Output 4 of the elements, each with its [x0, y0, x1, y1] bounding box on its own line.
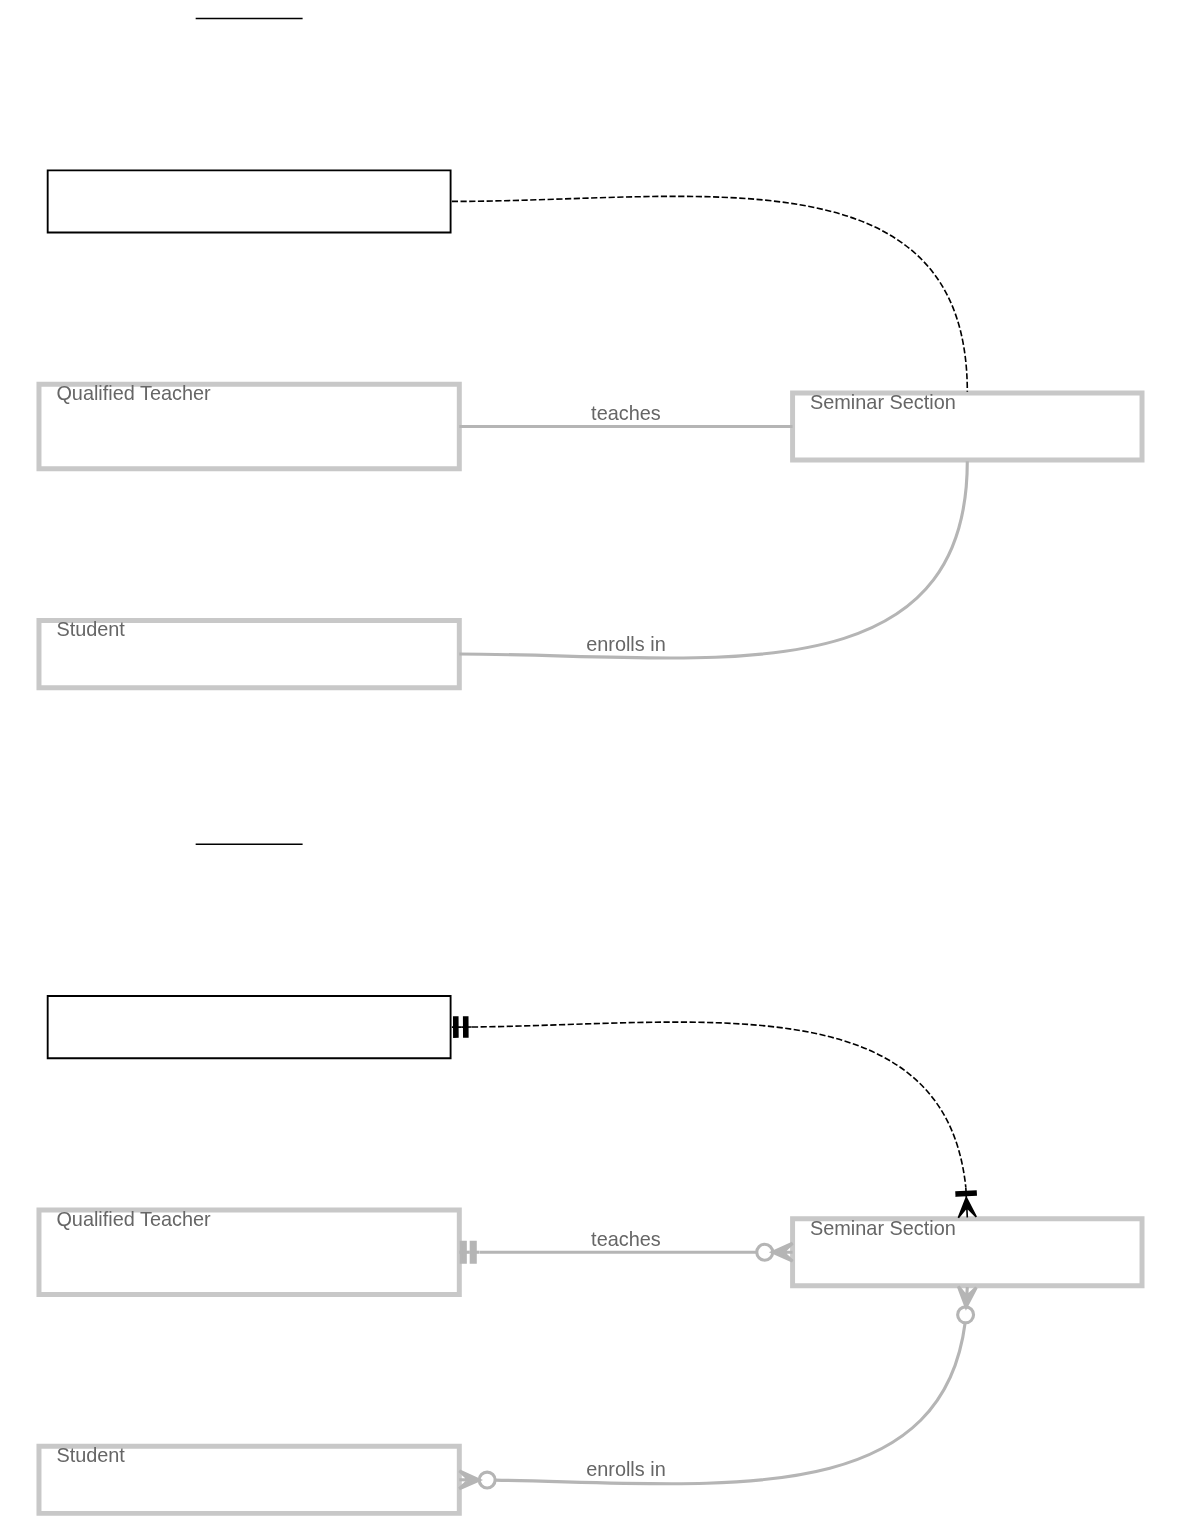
edge-label: teaches — [590, 402, 661, 425]
edge-label: enrolls in — [585, 1457, 666, 1480]
edge-label: enrolls in — [585, 633, 666, 656]
edge-label: teaches — [590, 1227, 661, 1250]
